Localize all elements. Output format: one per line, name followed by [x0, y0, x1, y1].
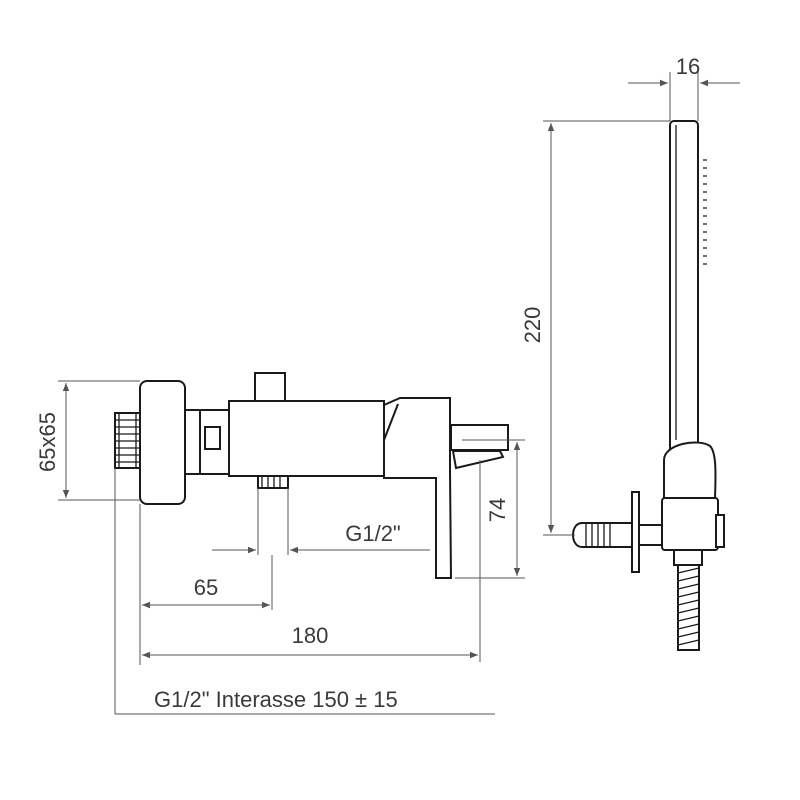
- label-interasse: G1/2" Interasse 150 ± 15: [154, 687, 398, 712]
- mixer-lever: [383, 397, 453, 579]
- dimension-65: 65: [139, 504, 273, 665]
- label-dim-180: 180: [292, 623, 329, 648]
- mixer-body: [228, 400, 385, 477]
- holder-arm: [638, 524, 663, 546]
- dimension-180: 180: [142, 460, 481, 662]
- dimension-outlet-thread: G1/2": [212, 488, 430, 555]
- handle-grip: [663, 441, 717, 499]
- label-dim-16: 16: [676, 54, 700, 79]
- dimension-220: 220: [520, 120, 670, 536]
- hand-shower-side-view: [572, 120, 725, 651]
- lever-bevel: [383, 403, 399, 441]
- label-dim-74: 74: [485, 498, 510, 522]
- dimension-65x65: 65x65: [35, 380, 140, 501]
- threaded-inlet: [114, 412, 141, 469]
- bath-spout: [450, 424, 509, 451]
- wall-plate: [631, 491, 640, 573]
- shower-holder: [661, 497, 719, 551]
- diverter-knob: [254, 372, 286, 403]
- mixer-front-view: [114, 372, 509, 579]
- spout-aerator: [451, 450, 505, 470]
- hose-connector: [673, 549, 703, 566]
- label-65x65: 65x65: [35, 412, 60, 472]
- wall-plug: [572, 522, 633, 548]
- wall-flange: [139, 380, 186, 505]
- dimension-16: 16: [628, 54, 740, 121]
- bottom-outlet: [257, 475, 289, 489]
- shower-hose: [677, 564, 700, 651]
- label-dim-65: 65: [194, 575, 218, 600]
- label-dim-220: 220: [520, 307, 545, 344]
- eccentric-connector: [184, 409, 201, 475]
- spray-holes: [703, 159, 707, 265]
- dimension-74: 74: [455, 439, 525, 579]
- holder-clip: [715, 514, 725, 548]
- label-outlet-thread: G1/2": [345, 521, 401, 546]
- union-nut-flat: [204, 426, 221, 450]
- dimension-interasse: G1/2" Interasse 150 ± 15: [114, 468, 495, 715]
